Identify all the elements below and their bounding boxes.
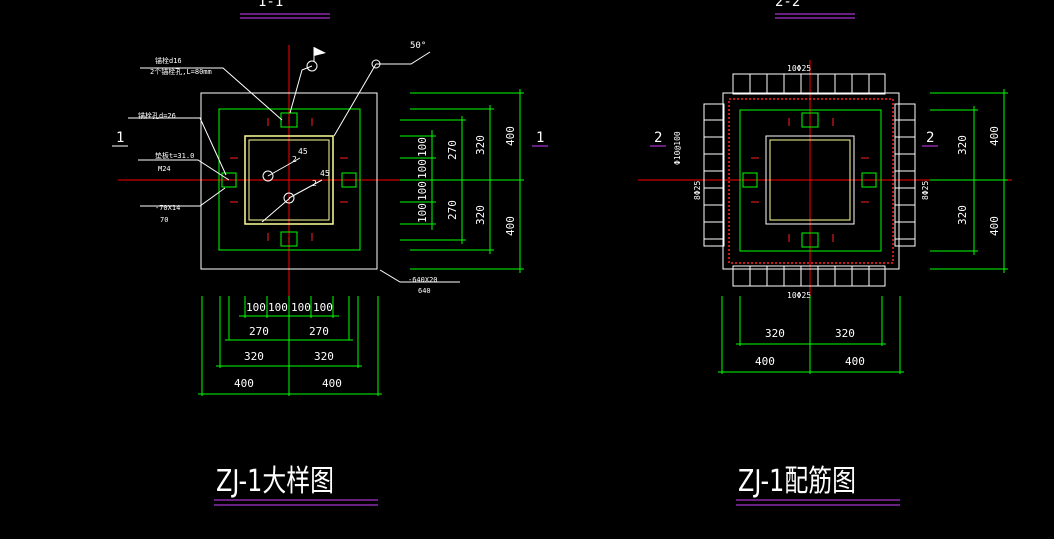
left-dim-b4-1: 400 bbox=[322, 377, 342, 390]
left-dim-b1-0: 100 bbox=[246, 301, 266, 314]
right-dim-b2-1: 400 bbox=[845, 355, 865, 368]
note-bolt-hole: 锚栓孔d=26 bbox=[138, 111, 176, 120]
right-stirrup-grid-ticks bbox=[704, 74, 915, 286]
right-view-title: ZJ-1配筋图 bbox=[738, 464, 856, 499]
weld-leader-2 bbox=[288, 179, 323, 199]
weld-circle-2 bbox=[283, 192, 295, 204]
right-stud-right bbox=[861, 172, 877, 188]
left-right-dimension-texts: 100 100 100 100 270 270 320 320 400 400 bbox=[416, 126, 517, 236]
left-dim-r2-1: 270 bbox=[446, 200, 459, 220]
right-rebar-cage bbox=[728, 98, 894, 264]
right-concrete-outline bbox=[722, 92, 900, 270]
left-dim-b2-1: 270 bbox=[309, 325, 329, 338]
right-stud-boxes bbox=[742, 112, 877, 248]
weld-label-3: 45 bbox=[320, 169, 330, 178]
right-stud-bottom bbox=[801, 232, 819, 248]
left-dim-r1-2: 100 bbox=[416, 181, 429, 201]
leader-marker-1 bbox=[306, 60, 318, 72]
weld-label-1: 45 bbox=[298, 147, 308, 156]
left-concrete-outline bbox=[200, 92, 378, 270]
right-right-dimension-lines bbox=[930, 89, 1008, 273]
top-label-left-text: 1-1 bbox=[258, 0, 283, 10]
left-section-mark-left: 1 bbox=[116, 130, 124, 146]
top-label-left: 1-1 bbox=[240, 0, 330, 19]
left-section-mark-right: 1 bbox=[536, 130, 544, 146]
left-view-title: ZJ-1大样图 bbox=[216, 464, 334, 499]
note-stiffener-70: 70 bbox=[160, 216, 168, 224]
left-column-tube-outer bbox=[244, 135, 334, 225]
right-column-tube-inner bbox=[769, 139, 851, 221]
right-stud-left bbox=[742, 172, 758, 188]
note-plate: -640X20 bbox=[408, 276, 438, 284]
right-stirrup-label: Φ10@100 bbox=[673, 131, 682, 165]
left-dim-b2-0: 270 bbox=[249, 325, 269, 338]
left-dim-r1-1: 100 bbox=[416, 159, 429, 179]
left-column-tube-inner bbox=[248, 139, 330, 221]
left-leaders bbox=[128, 51, 460, 283]
left-dim-b4-0: 400 bbox=[234, 377, 254, 390]
right-column-tube-outer bbox=[765, 135, 855, 225]
weld-leader-1 bbox=[267, 157, 301, 177]
right-dim-r1-1: 320 bbox=[956, 205, 969, 225]
right-section-mark-left: 2 bbox=[654, 130, 662, 146]
right-stirrup-grid bbox=[703, 73, 916, 287]
left-weld-annotation: 45 2 45 2 bbox=[261, 147, 330, 223]
leader-marker-2 bbox=[371, 59, 381, 69]
right-rebar-ticks bbox=[751, 118, 869, 242]
right-left-bars-label: 8Φ25 bbox=[693, 181, 702, 200]
left-base-plate bbox=[218, 108, 361, 251]
right-dim-r2-1: 400 bbox=[988, 216, 1001, 236]
weld-leader-3 bbox=[261, 197, 291, 223]
left-dim-b1-2: 100 bbox=[291, 301, 311, 314]
left-rebar-ticks bbox=[230, 117, 348, 243]
right-view: 10Φ25 10Φ25 Φ10@100 8Φ25 8Φ25 2 2 320 32… bbox=[638, 60, 1012, 506]
top-label-right-text: 2-2 bbox=[775, 0, 800, 10]
note-anchor-2: 2个锚栓孔,L=80mm bbox=[150, 67, 212, 76]
stud-box-bottom bbox=[280, 231, 298, 247]
left-dim-r1-0: 100 bbox=[416, 137, 429, 157]
left-dim-r4-0: 400 bbox=[504, 126, 517, 146]
right-top-bars-label: 10Φ25 bbox=[787, 64, 811, 73]
left-dim-b1-1: 100 bbox=[268, 301, 288, 314]
left-dim-b3-1: 320 bbox=[314, 350, 334, 363]
left-dim-b1-3: 100 bbox=[313, 301, 333, 314]
note-plate-640: 640 bbox=[418, 287, 431, 295]
right-dim-r2-0: 400 bbox=[988, 126, 1001, 146]
flag-icon bbox=[314, 47, 326, 56]
left-dim-b3-0: 320 bbox=[244, 350, 264, 363]
left-view: 45 2 45 2 锚栓d16 2个锚栓孔,L=80mm 锚栓孔d=26 垫板t… bbox=[112, 41, 548, 506]
right-stud-top bbox=[801, 112, 819, 128]
top-label-right: 2-2 bbox=[775, 0, 855, 19]
right-bottom-bars-label: 10Φ25 bbox=[787, 291, 811, 300]
right-dim-b1-1: 320 bbox=[835, 327, 855, 340]
stud-box-right bbox=[341, 172, 357, 188]
note-anchor-1: 锚栓d16 bbox=[155, 56, 182, 65]
right-dim-b1-0: 320 bbox=[765, 327, 785, 340]
left-dim-r2-0: 270 bbox=[446, 140, 459, 160]
weld-label-2: 2 bbox=[292, 155, 297, 164]
weld-circle-1 bbox=[262, 170, 274, 182]
left-right-dimension-lines bbox=[400, 89, 524, 273]
right-bottom-dimension-lines bbox=[718, 296, 904, 374]
left-dim-r3-1: 320 bbox=[474, 205, 487, 225]
weld-label-4: 2 bbox=[312, 179, 317, 188]
right-dim-r1-0: 320 bbox=[956, 135, 969, 155]
note-stiffener: -70X14 bbox=[155, 204, 180, 212]
right-inner-plate bbox=[739, 109, 882, 252]
left-bottom-dimension-lines bbox=[198, 296, 382, 396]
left-dim-r3-0: 320 bbox=[474, 135, 487, 155]
stud-box-top bbox=[280, 112, 298, 128]
right-section-mark-right: 2 bbox=[926, 130, 934, 146]
angle-label: 50° bbox=[410, 41, 426, 51]
left-dim-r4-1: 400 bbox=[504, 216, 517, 236]
note-m24: M24 bbox=[158, 165, 171, 173]
note-washer: 垫板t=31.0 bbox=[155, 151, 194, 160]
right-dim-b2-0: 400 bbox=[755, 355, 775, 368]
right-right-bars-label: 8Φ25 bbox=[921, 181, 930, 200]
left-dim-r1-3: 100 bbox=[416, 203, 429, 223]
left-stud-boxes bbox=[221, 112, 357, 247]
stud-box-left bbox=[221, 172, 237, 188]
